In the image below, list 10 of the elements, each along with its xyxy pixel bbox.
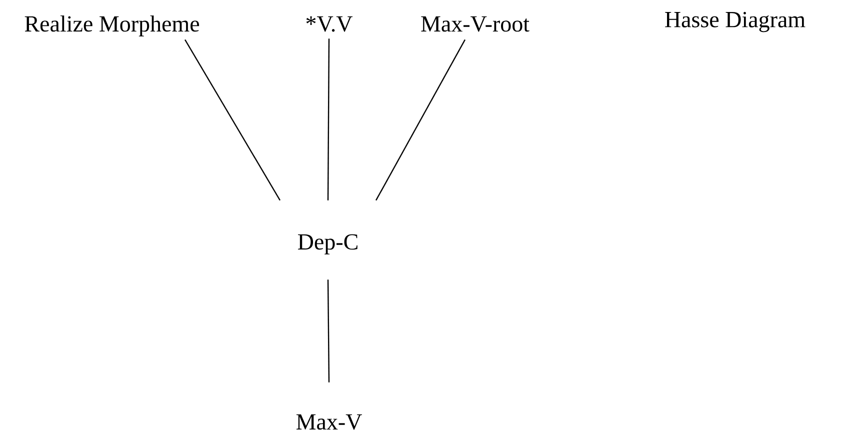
node-label: Dep-C [298,234,358,254]
connector-line [375,39,466,201]
connector-line [327,38,330,200]
connector-line [184,39,281,201]
node-label: Max-V [296,414,362,430]
node-label: *V.V [306,16,353,32]
connector-line [327,280,330,382]
node-label: Realize Morpheme [24,15,200,36]
node-label: Max-V-root [421,16,530,32]
diagram-title: Hasse Diagram [665,12,806,32]
